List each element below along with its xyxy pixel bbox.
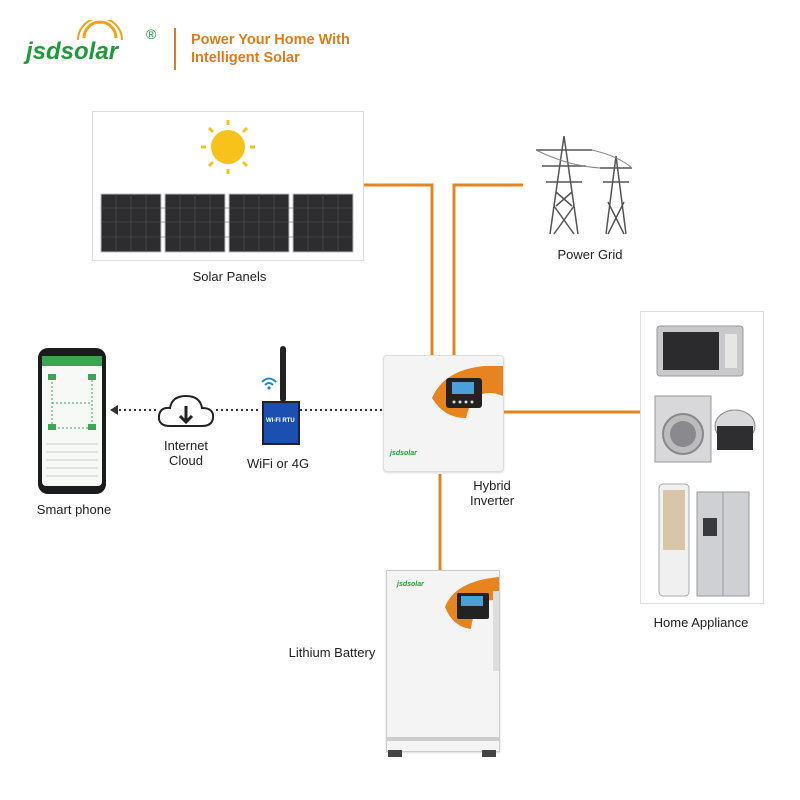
phone-icon	[38, 348, 106, 494]
solar-panels-label: Solar Panels	[192, 269, 267, 284]
rtu-text: WI-FI RTU	[266, 418, 295, 424]
microwave-icon	[656, 325, 744, 377]
hybrid-inverter-line1: Hybrid	[473, 478, 511, 493]
air-conditioner-icon	[658, 483, 690, 597]
tagline: Power Your Home With Intelligent Solar	[191, 31, 350, 67]
refrigerator-icon	[696, 491, 750, 597]
power-grid-label: Power Grid	[557, 247, 623, 262]
inverter-logo: jsdsolar	[390, 450, 417, 457]
header-divider	[174, 28, 176, 70]
washing-machine-icon	[654, 395, 712, 463]
cloud-download-icon	[157, 394, 215, 427]
power-tower-icon	[535, 136, 633, 235]
home-appliance-label: Home Appliance	[653, 615, 749, 630]
solar-array-illustration	[100, 120, 354, 253]
arrow-to-phone-icon	[110, 405, 118, 415]
lithium-battery-label: Lithium Battery	[288, 645, 376, 660]
wifi-rtu-device: WI-FI RTU	[262, 346, 302, 445]
grid-wire	[452, 183, 523, 355]
antenna	[280, 346, 286, 402]
rice-cooker-icon	[714, 409, 756, 450]
wifi-label: WiFi or 4G	[246, 456, 310, 471]
hybrid-inverter-line2: Inverter	[469, 493, 515, 508]
solar-panel-icon	[100, 193, 354, 253]
hybrid-inverter-device: jsdsolar	[383, 355, 504, 472]
battery-front	[387, 577, 499, 741]
hybrid-inverter-label: Hybrid Inverter	[462, 478, 522, 508]
cloud-line1: Internet	[163, 438, 209, 453]
battery-logo: jsdsolar	[397, 581, 424, 588]
home-appliance-box	[640, 311, 764, 604]
solar-panels-box	[92, 111, 364, 261]
solar-wire	[362, 183, 434, 355]
tagline-line2: Intelligent Solar	[191, 50, 300, 66]
phone-app-diagram	[46, 374, 98, 477]
appliances-illustration	[654, 325, 756, 597]
brand-name: jsdsolar	[26, 38, 119, 65]
brand-logo: jsdsolar ®	[26, 20, 166, 66]
wifi-icon	[261, 377, 277, 390]
tagline-line1: Power Your Home With	[191, 32, 350, 48]
registered-mark: ®	[146, 26, 157, 42]
smart-phone-label: Smart phone	[36, 502, 112, 517]
rtu-body: WI-FI RTU	[262, 401, 300, 445]
phone-screen	[42, 356, 102, 486]
battery-feet	[388, 750, 496, 758]
sun-icon	[201, 120, 255, 174]
cloud-label: Internet Cloud	[150, 438, 222, 468]
inverter-front	[432, 366, 503, 418]
logo-sun-arcs-icon	[77, 20, 123, 41]
lithium-battery-device: jsdsolar	[386, 570, 500, 752]
cloud-line2: Cloud	[169, 453, 203, 468]
